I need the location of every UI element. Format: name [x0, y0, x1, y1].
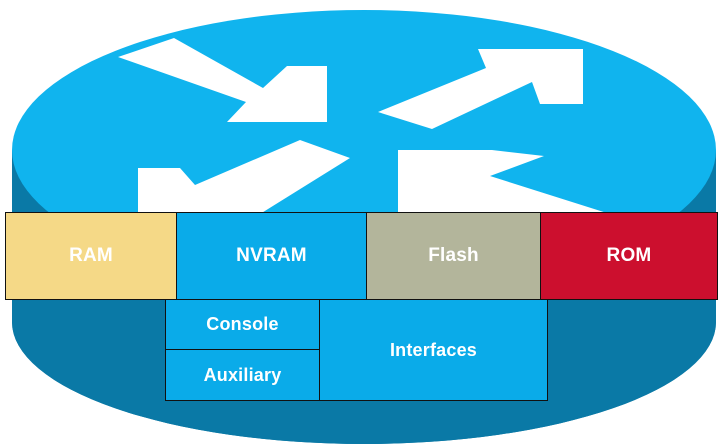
- auxiliary-port-block: Auxiliary: [165, 349, 320, 401]
- console-port-block: Console: [165, 299, 320, 350]
- arrow-in-upper-left-icon: [118, 38, 327, 122]
- arrow-out-upper-right-icon: [378, 49, 583, 129]
- rom-block: ROM: [540, 212, 718, 300]
- ram-block: RAM: [5, 212, 177, 300]
- arrow-in-lower-left-icon: [138, 140, 350, 214]
- nvram-block: NVRAM: [176, 212, 367, 300]
- arrow-out-lower-right-icon: [398, 150, 610, 214]
- interfaces-block: Interfaces: [319, 299, 548, 401]
- flash-block: Flash: [366, 212, 541, 300]
